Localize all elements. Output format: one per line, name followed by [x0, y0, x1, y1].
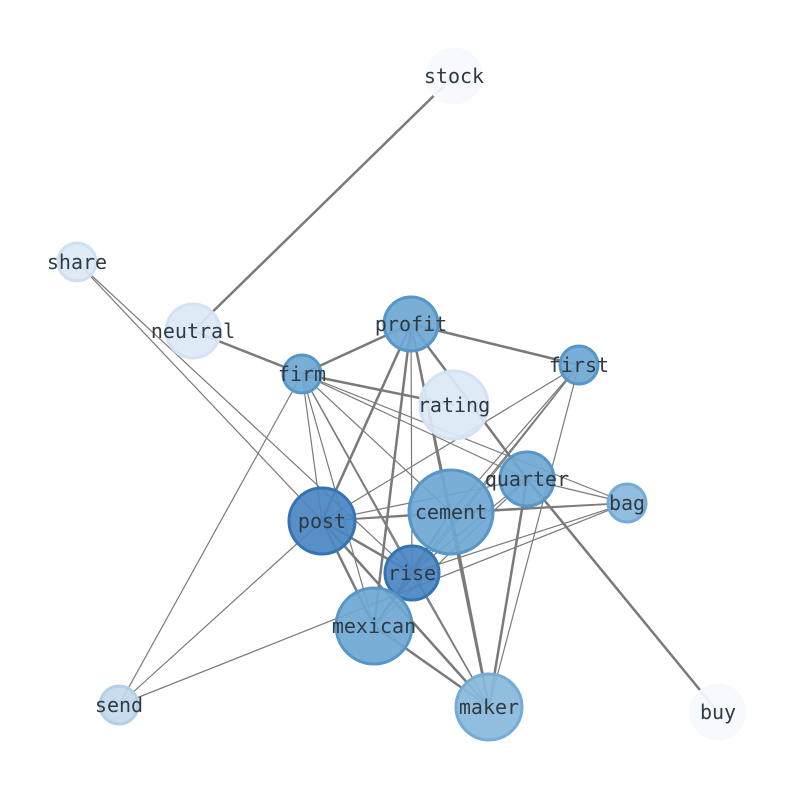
edge-firm-maker — [301, 373, 490, 708]
node-circle-maker — [454, 672, 524, 742]
node-circle-mexican — [334, 586, 414, 666]
node-cement: cement — [407, 468, 495, 556]
edge-stock-neutral — [192, 75, 455, 332]
node-circle-rise — [383, 544, 441, 602]
node-circle-firm — [281, 353, 323, 395]
edge-bag-rise — [411, 502, 628, 574]
edge-quarter-buy — [526, 478, 719, 713]
node-label-post: post — [298, 509, 346, 533]
node-firm: firm — [278, 353, 326, 395]
node-label-firm: firm — [278, 362, 326, 386]
node-circle-send — [98, 684, 140, 726]
node-label-cement: cement — [415, 500, 487, 524]
node-circle-stock — [425, 47, 483, 105]
node-buy: buy — [689, 683, 747, 741]
node-maker: maker — [454, 672, 524, 742]
node-label-bag: bag — [609, 491, 645, 515]
node-circle-profit — [382, 295, 440, 353]
node-post: post — [287, 486, 357, 556]
node-profit: profit — [375, 295, 447, 353]
node-circle-quarter — [498, 450, 556, 508]
node-label-stock: stock — [424, 64, 484, 88]
edge-firm-quarter — [301, 373, 528, 480]
node-rating: rating — [418, 369, 490, 441]
node-circle-first — [558, 344, 600, 386]
node-circle-post — [287, 486, 357, 556]
node-stock: stock — [424, 47, 484, 105]
node-label-send: send — [95, 693, 143, 717]
edge-first-maker — [488, 364, 580, 708]
node-quarter: quarter — [485, 450, 569, 508]
nodes-layer: stock share neutral profit first firm rating qu… — [47, 47, 747, 742]
node-label-mexican: mexican — [332, 614, 416, 638]
node-circle-bag — [606, 482, 648, 524]
edge-firm-send — [118, 373, 303, 706]
node-circle-rating — [418, 369, 490, 441]
edge-profit-first — [410, 322, 580, 367]
node-label-rating: rating — [418, 393, 490, 417]
node-label-quarter: quarter — [485, 467, 569, 491]
node-circle-buy — [689, 683, 747, 741]
node-send: send — [95, 684, 143, 726]
node-circle-neutral — [164, 302, 222, 360]
node-label-profit: profit — [375, 312, 447, 336]
edge-profit-mexican — [372, 323, 413, 627]
node-neutral: neutral — [151, 302, 235, 360]
edge-share-post — [76, 261, 323, 522]
edge-profit-rise — [410, 323, 413, 574]
node-circle-cement — [407, 468, 495, 556]
node-mexican: mexican — [332, 586, 416, 666]
node-share: share — [47, 241, 107, 283]
edge-share-rise — [76, 261, 413, 574]
edge-first-post — [321, 364, 580, 522]
edge-quarter-maker — [487, 478, 529, 708]
node-label-maker: maker — [459, 695, 519, 719]
node-rise: rise — [383, 544, 441, 602]
edge-profit-post — [320, 323, 413, 522]
node-label-first: first — [549, 353, 609, 377]
node-label-buy: buy — [700, 700, 736, 724]
node-label-neutral: neutral — [151, 319, 235, 343]
edge-post-send — [118, 520, 323, 706]
node-first: first — [549, 344, 609, 386]
node-label-share: share — [47, 250, 107, 274]
node-circle-share — [56, 241, 98, 283]
node-bag: bag — [606, 482, 648, 524]
node-label-rise: rise — [388, 561, 436, 585]
